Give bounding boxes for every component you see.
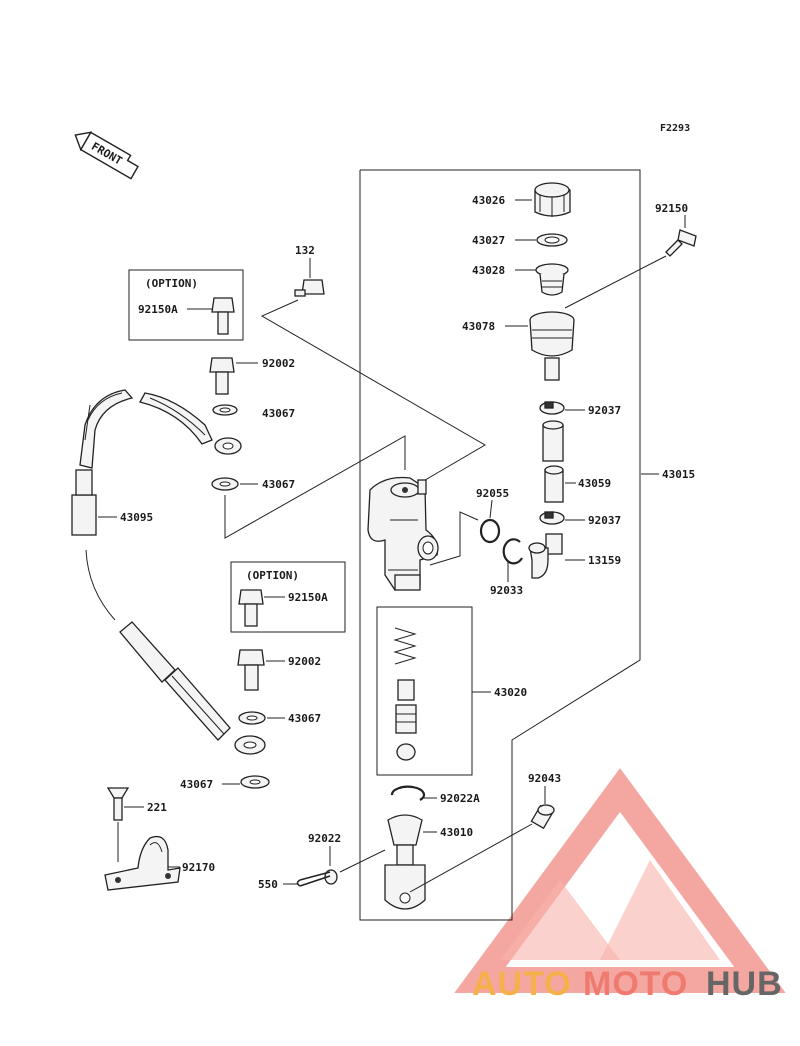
label-132: 132 bbox=[295, 244, 315, 257]
label-43067-4: 43067 bbox=[180, 778, 213, 791]
part-43010-pushrod bbox=[384, 814, 426, 910]
watermark-text-hub: HUB bbox=[706, 965, 783, 1003]
label-92150: 92150 bbox=[655, 202, 688, 215]
label-92022A: 92022A bbox=[440, 792, 480, 805]
part-92043-pin bbox=[530, 804, 555, 830]
label-13159: 13159 bbox=[588, 554, 621, 567]
option-part-1: 92150A bbox=[138, 303, 178, 316]
part-221-screw bbox=[106, 787, 130, 821]
part-92150-bolt bbox=[665, 229, 697, 257]
label-43095: 43095 bbox=[120, 511, 153, 524]
part-92055-oring bbox=[479, 518, 501, 544]
option-title-1: (OPTION) bbox=[145, 277, 198, 290]
part-92022A-snapring bbox=[390, 785, 426, 801]
label-43026: 43026 bbox=[472, 194, 505, 207]
label-43020: 43020 bbox=[494, 686, 527, 699]
part-master-cylinder-body bbox=[367, 476, 439, 591]
label-550: 550 bbox=[258, 878, 278, 891]
part-550-cotterpin bbox=[296, 871, 331, 887]
label-92002-upper: 92002 bbox=[262, 357, 295, 370]
part-43020-piston-kit bbox=[376, 606, 473, 776]
option-box-1: (OPTION) 92150A bbox=[128, 269, 244, 341]
part-92002-bolt-lower bbox=[237, 649, 265, 691]
part-43027-plate bbox=[536, 233, 568, 247]
label-92055: 92055 bbox=[476, 487, 509, 500]
part-43095-hose bbox=[71, 389, 266, 755]
label-92033: 92033 bbox=[490, 584, 523, 597]
option-part-2: 92150A bbox=[288, 591, 328, 604]
watermark-logo: AUTO MOTO HUB bbox=[454, 768, 786, 1003]
label-92002-lower: 92002 bbox=[288, 655, 321, 668]
label-43010: 43010 bbox=[440, 826, 473, 839]
part-92002-bolt-upper bbox=[209, 357, 235, 395]
part-92037-clamp-lower bbox=[539, 511, 565, 525]
label-43015: 43015 bbox=[662, 468, 695, 481]
part-43026-cap bbox=[534, 182, 571, 217]
part-43028-diaphragm bbox=[535, 263, 569, 296]
front-arrow-icon: FRONT bbox=[74, 131, 139, 180]
part-132-bolt bbox=[294, 279, 325, 297]
part-92170-clamp bbox=[104, 835, 181, 891]
part-92033-circlip bbox=[502, 538, 523, 565]
label-43078: 43078 bbox=[462, 320, 495, 333]
label-43027: 43027 bbox=[472, 234, 505, 247]
label-43028: 43028 bbox=[472, 264, 505, 277]
part-43078-reservoir bbox=[529, 311, 575, 381]
assembly-outline bbox=[359, 169, 641, 921]
part-13159-fitting bbox=[528, 533, 563, 579]
label-43067-3: 43067 bbox=[288, 712, 321, 725]
watermark-text-auto: AUTO bbox=[472, 965, 572, 1003]
label-43059: 43059 bbox=[578, 477, 611, 490]
label-92037-lower: 92037 bbox=[588, 514, 621, 527]
part-92037-clamp-upper bbox=[539, 401, 565, 415]
watermark-text-moto: MOTO bbox=[583, 965, 688, 1003]
label-221: 221 bbox=[147, 801, 167, 814]
label-92037-upper: 92037 bbox=[588, 404, 621, 417]
label-92043: 92043 bbox=[528, 772, 561, 785]
option-title-2: (OPTION) bbox=[246, 569, 299, 582]
label-43067-2: 43067 bbox=[262, 478, 295, 491]
part-43059-hose bbox=[542, 420, 564, 503]
label-92170: 92170 bbox=[182, 861, 215, 874]
option-box-2: (OPTION) 92150A bbox=[230, 561, 346, 633]
figure-code: F2293 bbox=[660, 123, 690, 134]
label-43067-1: 43067 bbox=[262, 407, 295, 420]
label-92022: 92022 bbox=[308, 832, 341, 845]
